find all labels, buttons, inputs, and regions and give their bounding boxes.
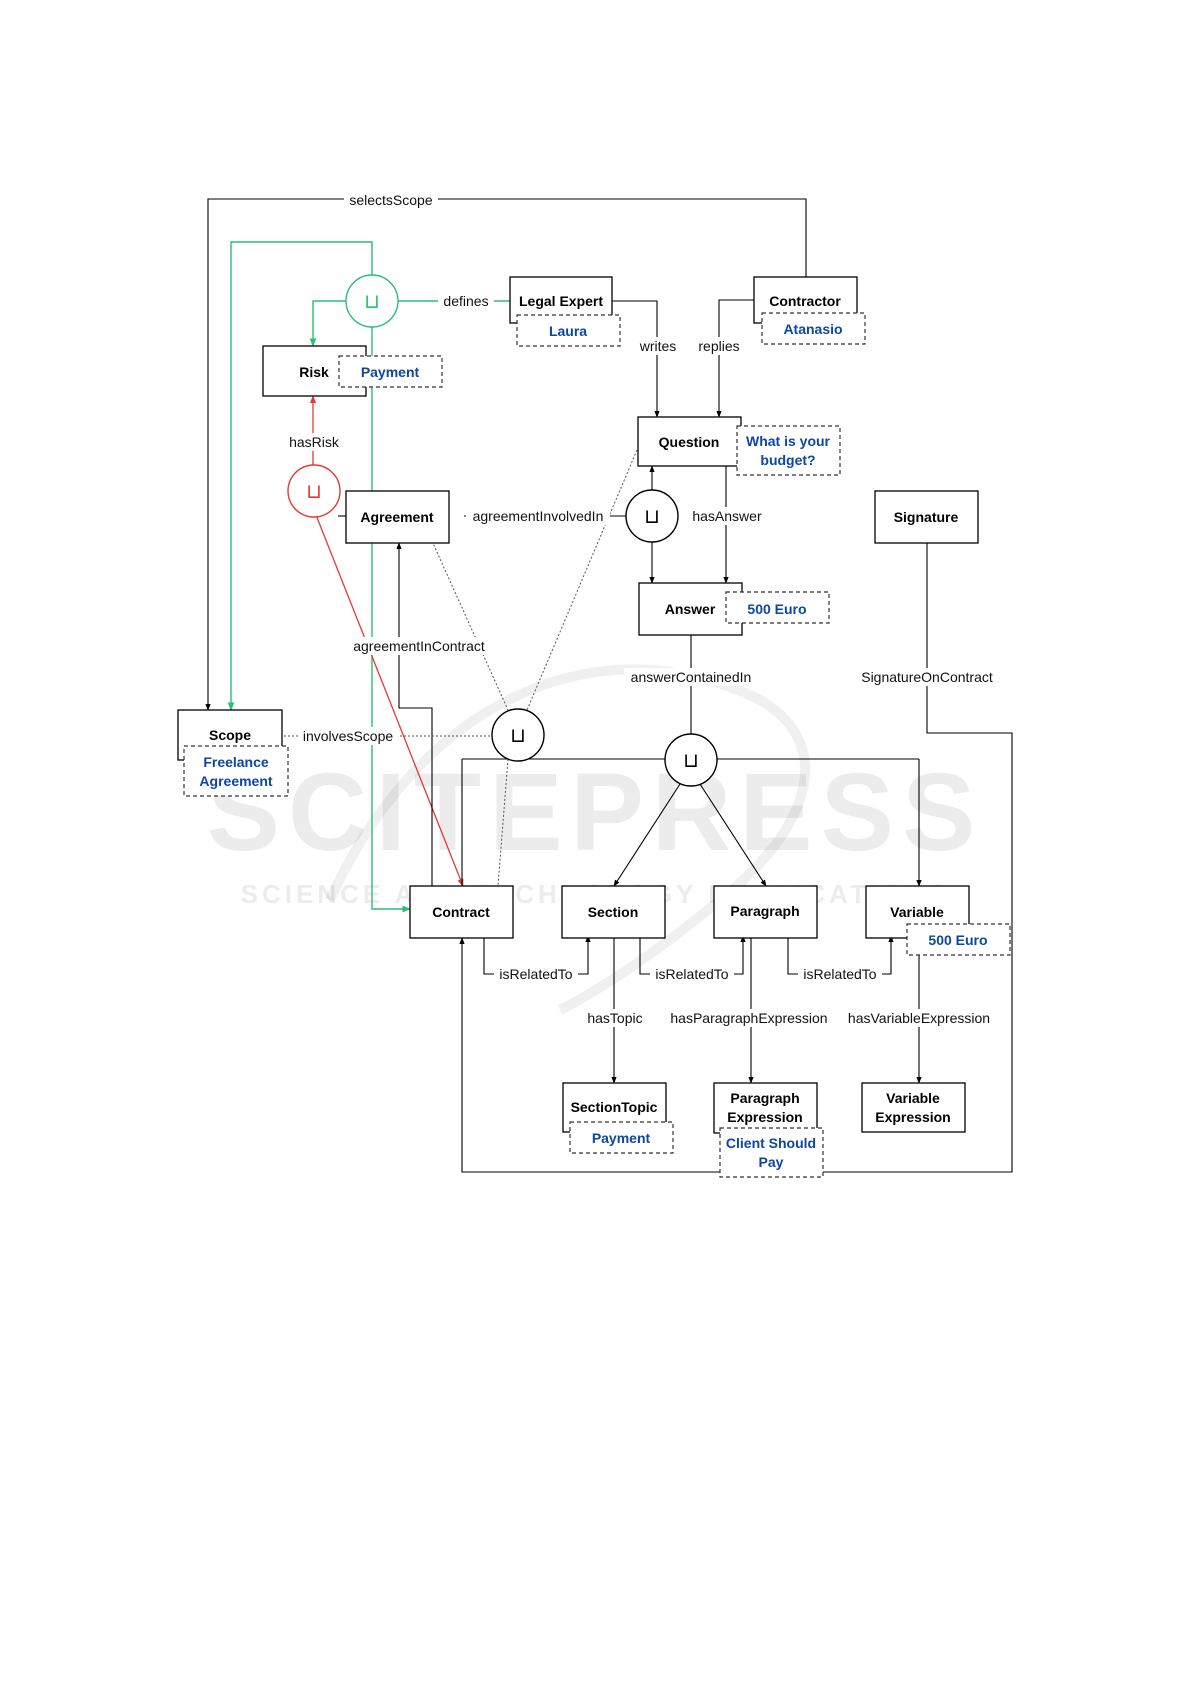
node-answer-label: Answer [665,601,716,617]
label-has-answer: hasAnswer [692,508,762,524]
instance-variable-value-label: 500 Euro [928,932,987,948]
instance-laura: Laura [516,314,621,347]
label-selects-scope: selectsScope [349,192,432,208]
union-green-symbol: ⊔ [364,289,380,313]
union-red: ⊔ [287,464,341,518]
label-agreement-in-contract: agreementInContract [353,638,485,654]
union-question-answer: ⊔ [625,489,679,543]
instance-topic-payment-label: Payment [592,1130,651,1146]
edges [205,198,1013,1173]
label-involves-scope: involvesScope [303,728,393,744]
watermark-title: SCITEPRESS [207,751,984,874]
label-is-related-to-3: isRelatedTo [803,966,876,982]
edge-writes [612,300,660,418]
label-replies: replies [698,338,739,354]
label-agreement-involved-in: agreementInvolvedIn [473,508,604,524]
instance-scope-line2: Agreement [199,773,272,789]
union-parts-symbol: ⊔ [683,748,699,772]
watermark-swoosh [325,664,811,1015]
instance-question-line1: What is your [746,433,831,449]
edge-green-to-scope [227,241,373,711]
label-has-risk: hasRisk [289,434,340,450]
instance-question: What is your budget? [736,425,841,476]
label-is-related-to-2: isRelatedTo [655,966,728,982]
union-middle: ⊔ [491,708,545,762]
union-qa-symbol: ⊔ [644,504,660,528]
instance-expression-line1: Client Should [726,1135,816,1151]
node-contractor-label: Contractor [769,293,841,309]
instance-answer-value: 500 Euro [725,591,830,624]
instance-laura-label: Laura [549,323,587,339]
label-signature-on-contract: SignatureOnContract [861,669,993,685]
node-variable-expression-line1: Variable [886,1090,940,1106]
instance-payment-risk-label: Payment [361,364,420,380]
edge-union2-to-paragraph [699,783,767,887]
edge-replies [716,299,754,418]
instance-question-line2: budget? [760,452,815,468]
label-has-topic: hasTopic [587,1010,642,1026]
union-middle-symbol: ⊔ [510,723,526,747]
union-green: ⊔ [345,274,399,328]
instance-variable-value: 500 Euro [906,923,1011,956]
node-paragraph-label: Paragraph [730,903,799,919]
instance-scope: Freelance Agreement [183,745,289,797]
watermark: SCITEPRESS SCIENCE AND TECHNOLOGY PUBLIC… [207,664,984,1015]
union-contract-parts: ⊔ [664,733,718,787]
node-variable-expression: Variable Expression [861,1082,966,1133]
edge-red-to-contract [315,514,464,887]
node-section: Section [561,885,666,939]
node-answer: Answer [638,582,743,636]
label-has-paragraph-expression: hasParagraphExpression [670,1010,827,1026]
edge-signature-on-contract [459,543,1013,1173]
instance-payment-risk: Payment [338,355,443,388]
node-paragraph-expression-line1: Paragraph [730,1090,799,1106]
instance-answer-value-label: 500 Euro [747,601,806,617]
node-agreement-label: Agreement [360,509,433,525]
edge-selects-scope [205,198,807,711]
union-red-symbol: ⊔ [306,479,322,503]
node-risk-label: Risk [299,364,329,380]
node-paragraph-expression-line2: Expression [727,1109,802,1125]
node-agreement: Agreement [345,490,450,544]
node-paragraph-expression: Paragraph Expression [713,1082,818,1134]
edge-dot-question [526,449,638,711]
node-contract-label: Contract [432,904,490,920]
edge-dot-agreement [431,540,509,711]
edge-labels: selectsScope defines writes replies hasR… [288,189,1002,1027]
edge-green-to-risk [309,300,347,347]
edge-agreement-in-contract [396,542,433,886]
edge-dot-contract [497,758,509,887]
node-section-label: Section [588,904,639,920]
node-scope-label: Scope [209,727,251,743]
label-is-related-to-1: isRelatedTo [499,966,572,982]
label-defines: defines [443,293,488,309]
node-contract: Contract [409,885,514,939]
node-variable-label: Variable [890,904,944,920]
instance-atanasio-label: Atanasio [783,321,842,337]
node-legal-expert-label: Legal Expert [519,293,603,309]
node-signature: Signature [874,490,979,544]
node-signature-label: Signature [894,509,959,525]
edge-union2-to-section [613,783,681,887]
node-paragraph: Paragraph [713,885,818,939]
label-answer-contained-in: answerContainedIn [631,669,752,685]
node-variable-expression-line2: Expression [875,1109,950,1125]
instance-atanasio: Atanasio [761,312,866,345]
label-has-variable-expression: hasVariableExpression [848,1010,990,1026]
label-writes: writes [639,338,677,354]
instance-scope-line1: Freelance [203,754,269,770]
instance-topic-payment: Payment [569,1121,674,1154]
node-question-label: Question [659,434,720,450]
node-section-topic-label: SectionTopic [571,1099,658,1115]
instance-expression-line2: Pay [759,1154,784,1170]
instance-expression: Client Should Pay [719,1127,824,1178]
node-question: Question [637,416,742,467]
